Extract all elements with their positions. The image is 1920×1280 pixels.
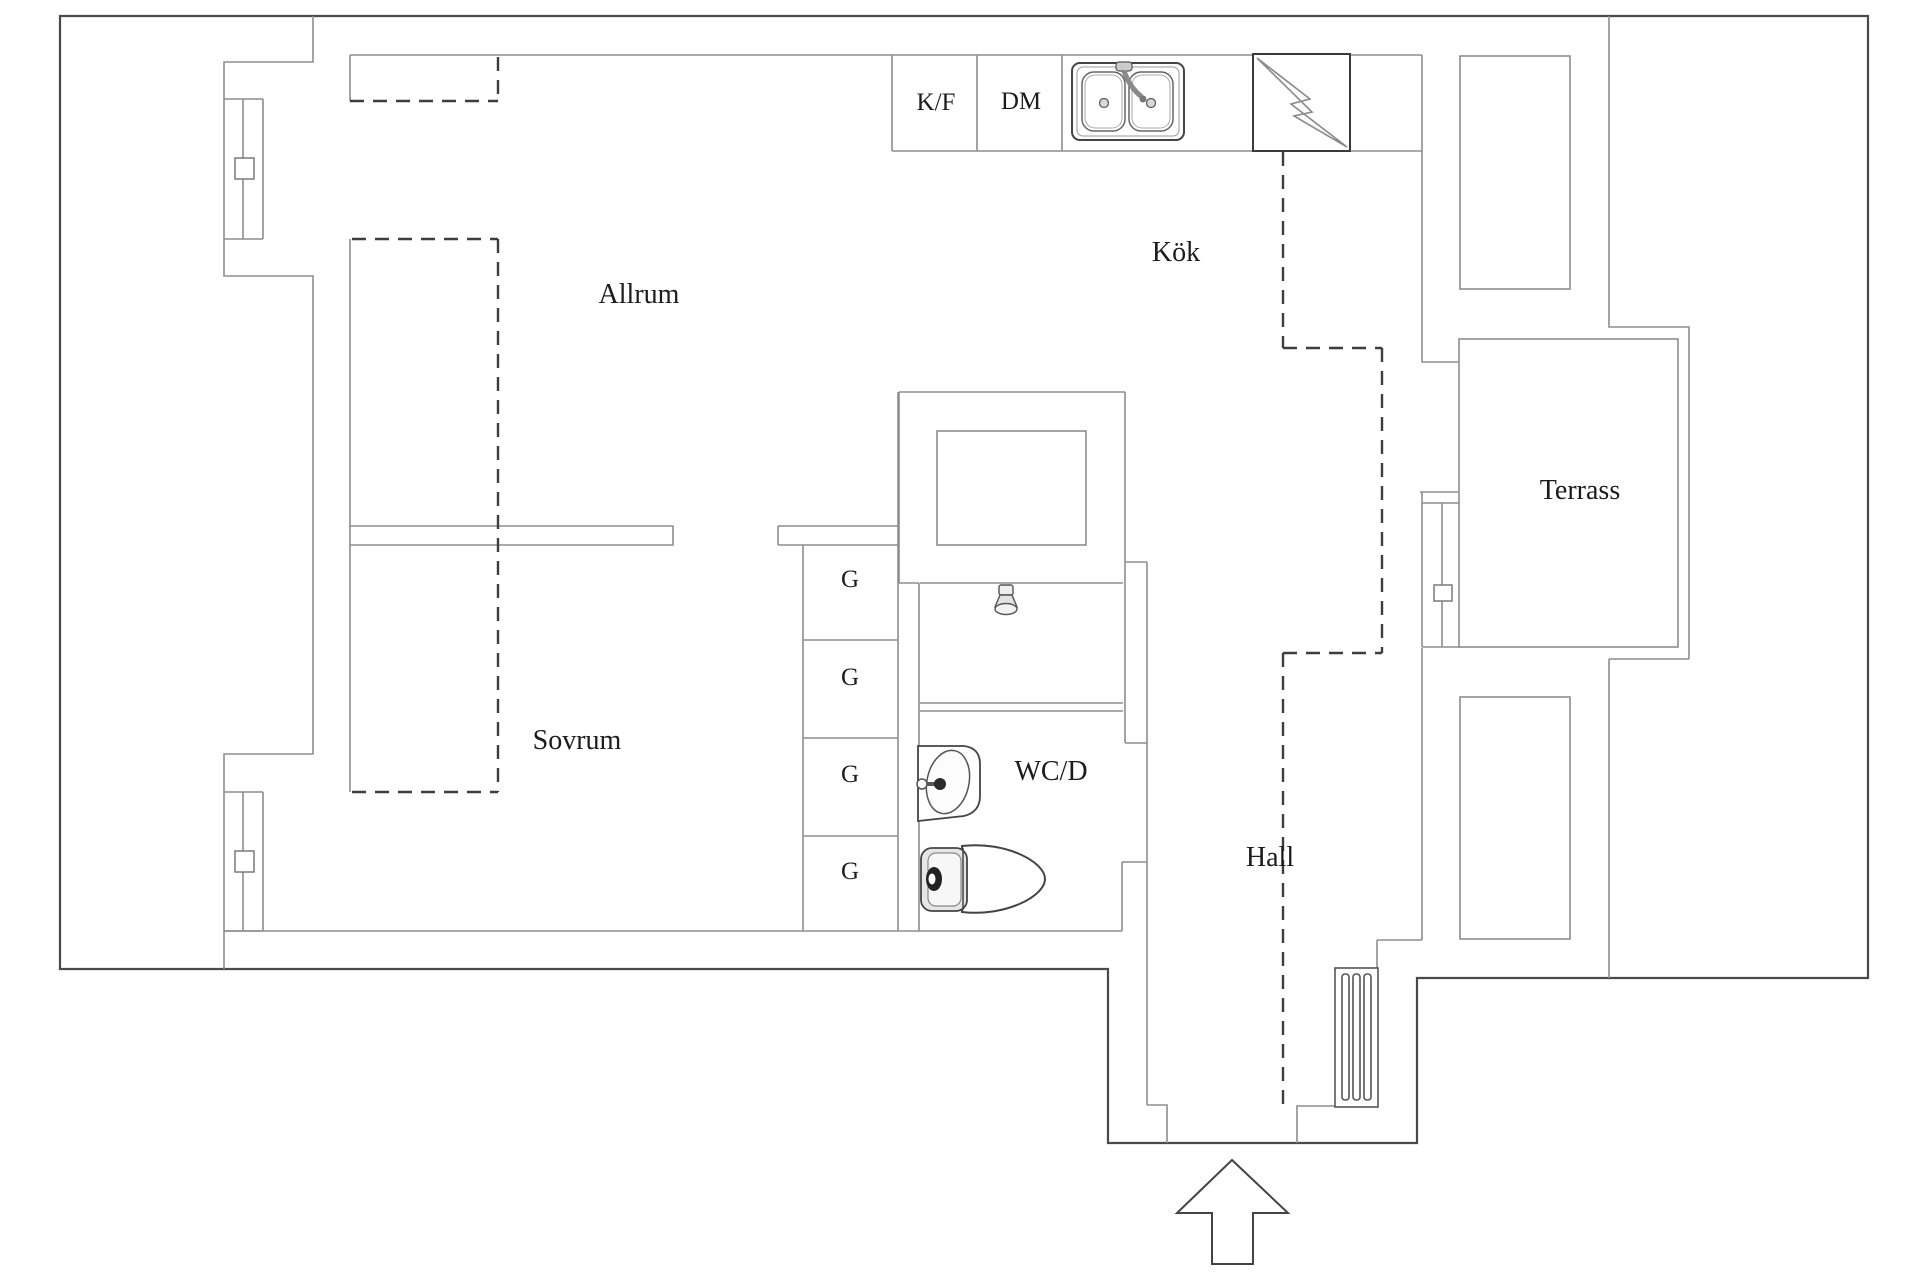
interior-walls xyxy=(223,16,1690,1143)
wardrobe-label-g2: G xyxy=(840,664,860,691)
room-label-kok: Kök xyxy=(1151,237,1201,268)
room-label-allrum: Allrum xyxy=(598,279,680,310)
wardrobe-label-g4: G xyxy=(840,858,860,885)
wardrobe-label-g1: G xyxy=(840,566,860,593)
kitchen-unit-label-dm: DM xyxy=(1000,88,1042,115)
room-label-sovrum: Sovrum xyxy=(532,725,622,756)
wash-basin-icon xyxy=(916,745,981,823)
washing-machine xyxy=(936,430,1087,546)
window-icon xyxy=(234,157,1453,873)
radiator-icon xyxy=(1334,967,1379,1108)
kitchen-unit-label-kf: K/F xyxy=(916,89,956,116)
kitchen-sink-icon xyxy=(1071,61,1185,141)
entrance-arrow-icon xyxy=(1174,1158,1291,1265)
stove-lightning-icon xyxy=(1252,53,1351,152)
toilet-icon xyxy=(920,844,1047,914)
room-label-hall: Hall xyxy=(1245,842,1295,873)
dashed-boundaries xyxy=(350,57,1384,1105)
shower-head-icon xyxy=(993,584,1019,616)
wardrobe-label-g3: G xyxy=(840,761,860,788)
room-label-wcd: WC/D xyxy=(1014,756,1088,787)
room-label-terrass: Terrass xyxy=(1539,475,1621,506)
plot-boundary xyxy=(58,14,1870,1145)
